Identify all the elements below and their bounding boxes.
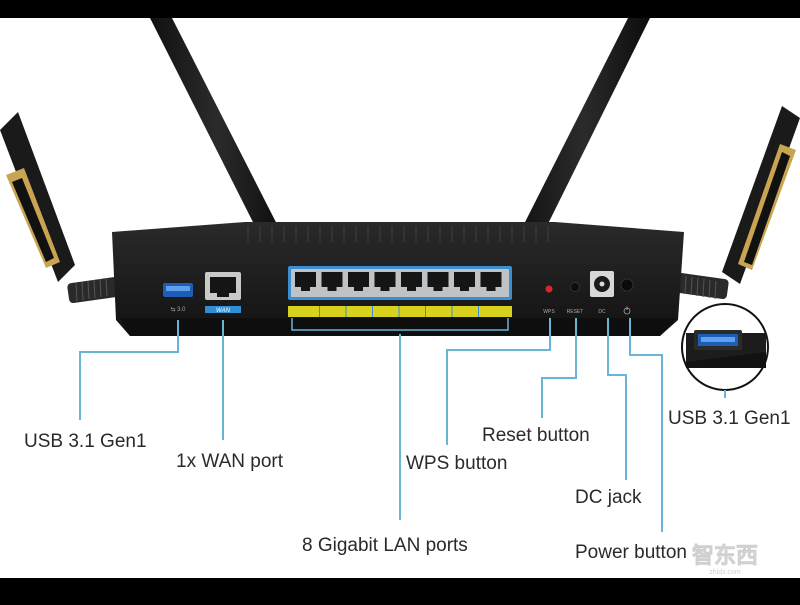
- callout-usb-left: USB 3.1 Gen1: [24, 431, 147, 452]
- lan-port: [480, 272, 502, 291]
- usb-panel-label: ⇆ 3.0: [170, 306, 186, 313]
- rear-left-antenna: [150, 18, 285, 240]
- power-button: [620, 278, 634, 292]
- lan-indicator-strip: [288, 306, 512, 317]
- callout-wan-port: 1x WAN port: [176, 451, 284, 472]
- callout-leader-lines: [79, 318, 726, 532]
- lan-port: [321, 272, 343, 291]
- wan-tag: [205, 306, 241, 313]
- callout-usb-right: USB 3.1 Gen1: [668, 408, 791, 429]
- lan-bracket-lines: [291, 318, 509, 331]
- power-symbol-icon: [623, 306, 631, 315]
- usb-zoom-inset: [681, 303, 769, 391]
- dc-panel-label: DC: [598, 309, 606, 315]
- lan-port: [295, 272, 316, 291]
- reset-panel-label: RESET: [567, 309, 584, 315]
- dc-jack: [590, 271, 614, 297]
- watermark-url: zhidx.com: [709, 569, 741, 576]
- right-side-antenna: [675, 106, 800, 300]
- lan-port: [348, 272, 369, 291]
- wps-led: [545, 285, 553, 293]
- callout-dc-jack: DC jack: [575, 487, 642, 508]
- wan-panel-label: WAN: [216, 308, 231, 314]
- callout-reset-button: Reset button: [482, 425, 590, 446]
- reset-button-hole: [570, 282, 580, 292]
- lan-port: [374, 272, 396, 291]
- callout-power-button: Power button: [575, 542, 687, 563]
- lan-port: [401, 272, 422, 291]
- left-side-antenna: [0, 112, 121, 304]
- callout-lan-ports: 8 Gigabit LAN ports: [302, 535, 468, 556]
- lan-port: [427, 272, 449, 291]
- rear-right-antenna: [516, 18, 650, 240]
- wps-panel-label: WPS: [543, 309, 555, 315]
- lan-port: [454, 272, 475, 291]
- wan-port: WAN: [205, 272, 241, 314]
- callout-wps-button: WPS button: [406, 453, 507, 474]
- lan-port-block: [288, 266, 512, 317]
- watermark-logo: 智东西: [692, 543, 758, 568]
- usb-port-left: ⇆ 3.0: [163, 283, 193, 313]
